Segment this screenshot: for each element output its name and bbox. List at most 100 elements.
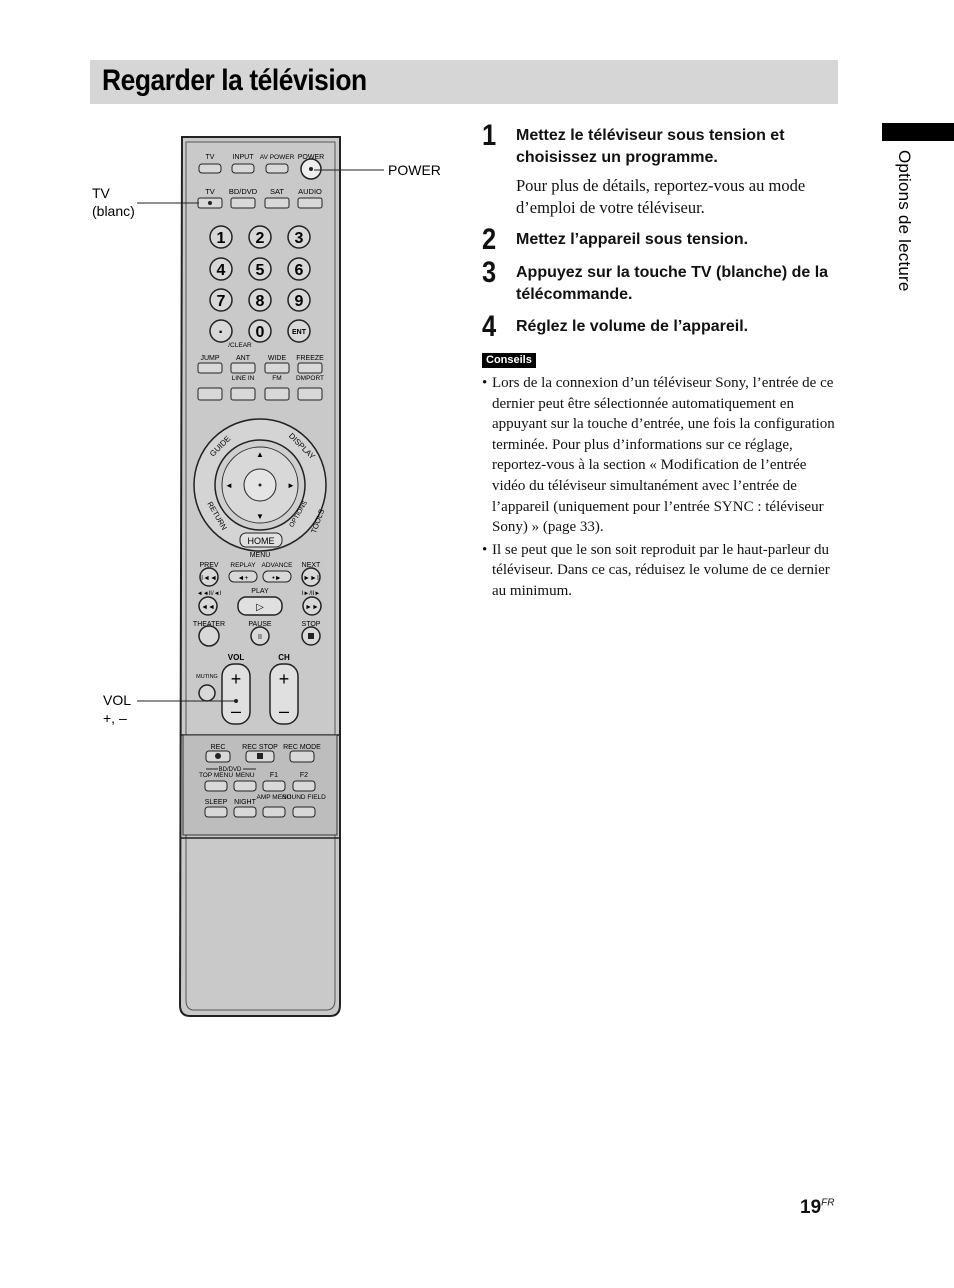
remote-home-label: HOME xyxy=(248,536,275,546)
remote-top-label: INPUT xyxy=(233,154,255,161)
svg-text:▼: ▼ xyxy=(256,512,264,521)
page-title: Regarder la télévision xyxy=(102,64,367,97)
remote-func2-label: LINE IN xyxy=(232,375,255,382)
section-tab-label: Options de lecture xyxy=(895,150,914,292)
step-heading: Mettez le téléviseur sous tension et cho… xyxy=(516,127,785,166)
svg-text:–: – xyxy=(279,701,289,721)
remote-func2-label: DMPORT xyxy=(296,375,324,382)
menu-row-label: MENU xyxy=(235,772,254,779)
svg-text:◄: ◄ xyxy=(225,481,233,490)
callout-power: POWER xyxy=(388,162,441,178)
tips-list: Lors de la connexion d’un téléviseur Son… xyxy=(482,373,838,604)
remote-func-label: FREEZE xyxy=(296,355,324,362)
page-number-suffix: FR xyxy=(821,1197,835,1209)
remote-func2-label: FM xyxy=(272,375,281,382)
digit-label: 6 xyxy=(295,262,304,279)
remote-top-label: POWER xyxy=(298,154,324,161)
step-body: Pour plus de détails, reportez-vous au m… xyxy=(516,176,806,217)
remote-clear-label: /CLEAR xyxy=(228,342,252,349)
callout-vol-sub: +, – xyxy=(103,710,127,726)
remote-ch-rocker xyxy=(269,663,299,725)
remote-func-label: WIDE xyxy=(268,355,287,362)
transport-label: PLAY xyxy=(251,588,269,595)
menu-row-label: F2 xyxy=(300,772,308,779)
remote-top-label: AV POWER xyxy=(260,154,295,161)
svg-text:–: – xyxy=(231,701,241,721)
remote-func-label: JUMP xyxy=(200,355,219,362)
remote-func-label: ANT xyxy=(236,355,251,362)
remote-bddvd-btn xyxy=(230,197,256,209)
digit-label: · xyxy=(218,324,223,341)
rec-label: REC STOP xyxy=(242,744,278,751)
page-number: 19FR xyxy=(800,1197,834,1219)
step-number: 2 xyxy=(482,223,497,256)
step-number: 1 xyxy=(482,119,497,152)
transport-label: NEXT xyxy=(302,562,321,569)
digit-label: 0 xyxy=(256,324,265,341)
svg-text:▷: ▷ xyxy=(256,602,264,613)
page-number-value: 19 xyxy=(800,1197,822,1218)
svg-text:►: ► xyxy=(287,481,295,490)
remote-input-btn xyxy=(231,163,255,174)
svg-text:•►: •► xyxy=(272,575,281,582)
svg-text:+: + xyxy=(279,669,290,689)
bottom-row-label: AMP MENU xyxy=(257,794,292,801)
remote-avpower-btn xyxy=(265,163,289,174)
remote-top-label: TV xyxy=(206,154,215,161)
remote-menu-label: MENU xyxy=(250,552,271,559)
digit-label: 4 xyxy=(217,262,226,279)
step-2: 2 Mettez l’appareil sous tension. xyxy=(482,223,842,256)
callout-tv: TV (blanc) xyxy=(92,184,135,220)
title-bar: Regarder la télévision xyxy=(90,60,838,104)
step-number: 3 xyxy=(482,256,497,289)
remote-source-label: BD/DVD xyxy=(229,187,258,196)
bottom-row-label: SLEEP xyxy=(205,799,228,806)
svg-text:►►: ►► xyxy=(305,604,319,611)
bottom-row-label: SOUND FIELD xyxy=(282,794,326,801)
remote-sat-btn xyxy=(264,197,290,209)
step-heading: Mettez l’appareil sous tension. xyxy=(516,231,749,248)
rec-label: REC xyxy=(211,744,226,751)
remote-audio-btn xyxy=(297,197,323,209)
transport-label: I►/II► xyxy=(302,591,321,597)
tip-item: Il se peut que le son soit reproduit par… xyxy=(482,540,838,602)
digit-label: 1 xyxy=(217,230,226,247)
step-number: 4 xyxy=(482,310,497,343)
digit-label: 7 xyxy=(217,293,226,310)
remote-source-label: TV xyxy=(205,187,215,196)
remote-ch-label: CH xyxy=(278,653,290,662)
tip-item: Lors de la connexion d’un téléviseur Son… xyxy=(482,373,838,538)
callout-vol-label: VOL xyxy=(103,692,132,708)
svg-text:►►I: ►►I xyxy=(303,575,319,582)
navigation-cluster: ▲ ▼ ◄ ► GUIDE DISPLAY RETURN OPTIONS TOO… xyxy=(193,418,327,559)
digit-label: 2 xyxy=(256,230,265,247)
step-1: 1 Mettez le téléviseur sous tension et c… xyxy=(482,119,842,219)
step-4: 4 Réglez le volume de l’appareil. xyxy=(482,310,842,343)
digit-label: 9 xyxy=(295,293,304,310)
transport-label: REPLAY xyxy=(230,562,256,569)
remote-inner-edge xyxy=(185,141,336,1011)
svg-text:+: + xyxy=(231,669,242,689)
remote-home-btn xyxy=(239,532,283,548)
transport-label: PREV xyxy=(199,562,218,569)
menu-row-label: F1 xyxy=(270,772,278,779)
digit-label: 3 xyxy=(295,230,304,247)
step-heading: Appuyez sur la touche TV (blanche) de la… xyxy=(516,264,829,303)
bddvd-label: BD/DVD xyxy=(219,767,242,773)
tips-label: Conseils xyxy=(482,353,536,368)
svg-text:▲: ▲ xyxy=(256,450,264,459)
menu-row-label: TOP MENU xyxy=(199,772,233,779)
digit-label: 8 xyxy=(256,293,265,310)
transport-label: STOP xyxy=(302,621,321,628)
number-pad: 1 2 3 4 5 6 7 8 9 · 0 ENT xyxy=(209,225,311,343)
transport-label: PAUSE xyxy=(248,621,272,628)
svg-text:I◄◄: I◄◄ xyxy=(201,575,217,582)
step-heading: Réglez le volume de l’appareil. xyxy=(516,318,749,335)
remote-tv-top-btn xyxy=(198,163,222,174)
callout-tv-sub: (blanc) xyxy=(92,203,135,219)
svg-text:◄+: ◄+ xyxy=(237,575,248,582)
remote-source-label: AUDIO xyxy=(298,187,322,196)
svg-text:◄◄: ◄◄ xyxy=(201,604,215,611)
transport-label: THEATER xyxy=(193,621,225,628)
